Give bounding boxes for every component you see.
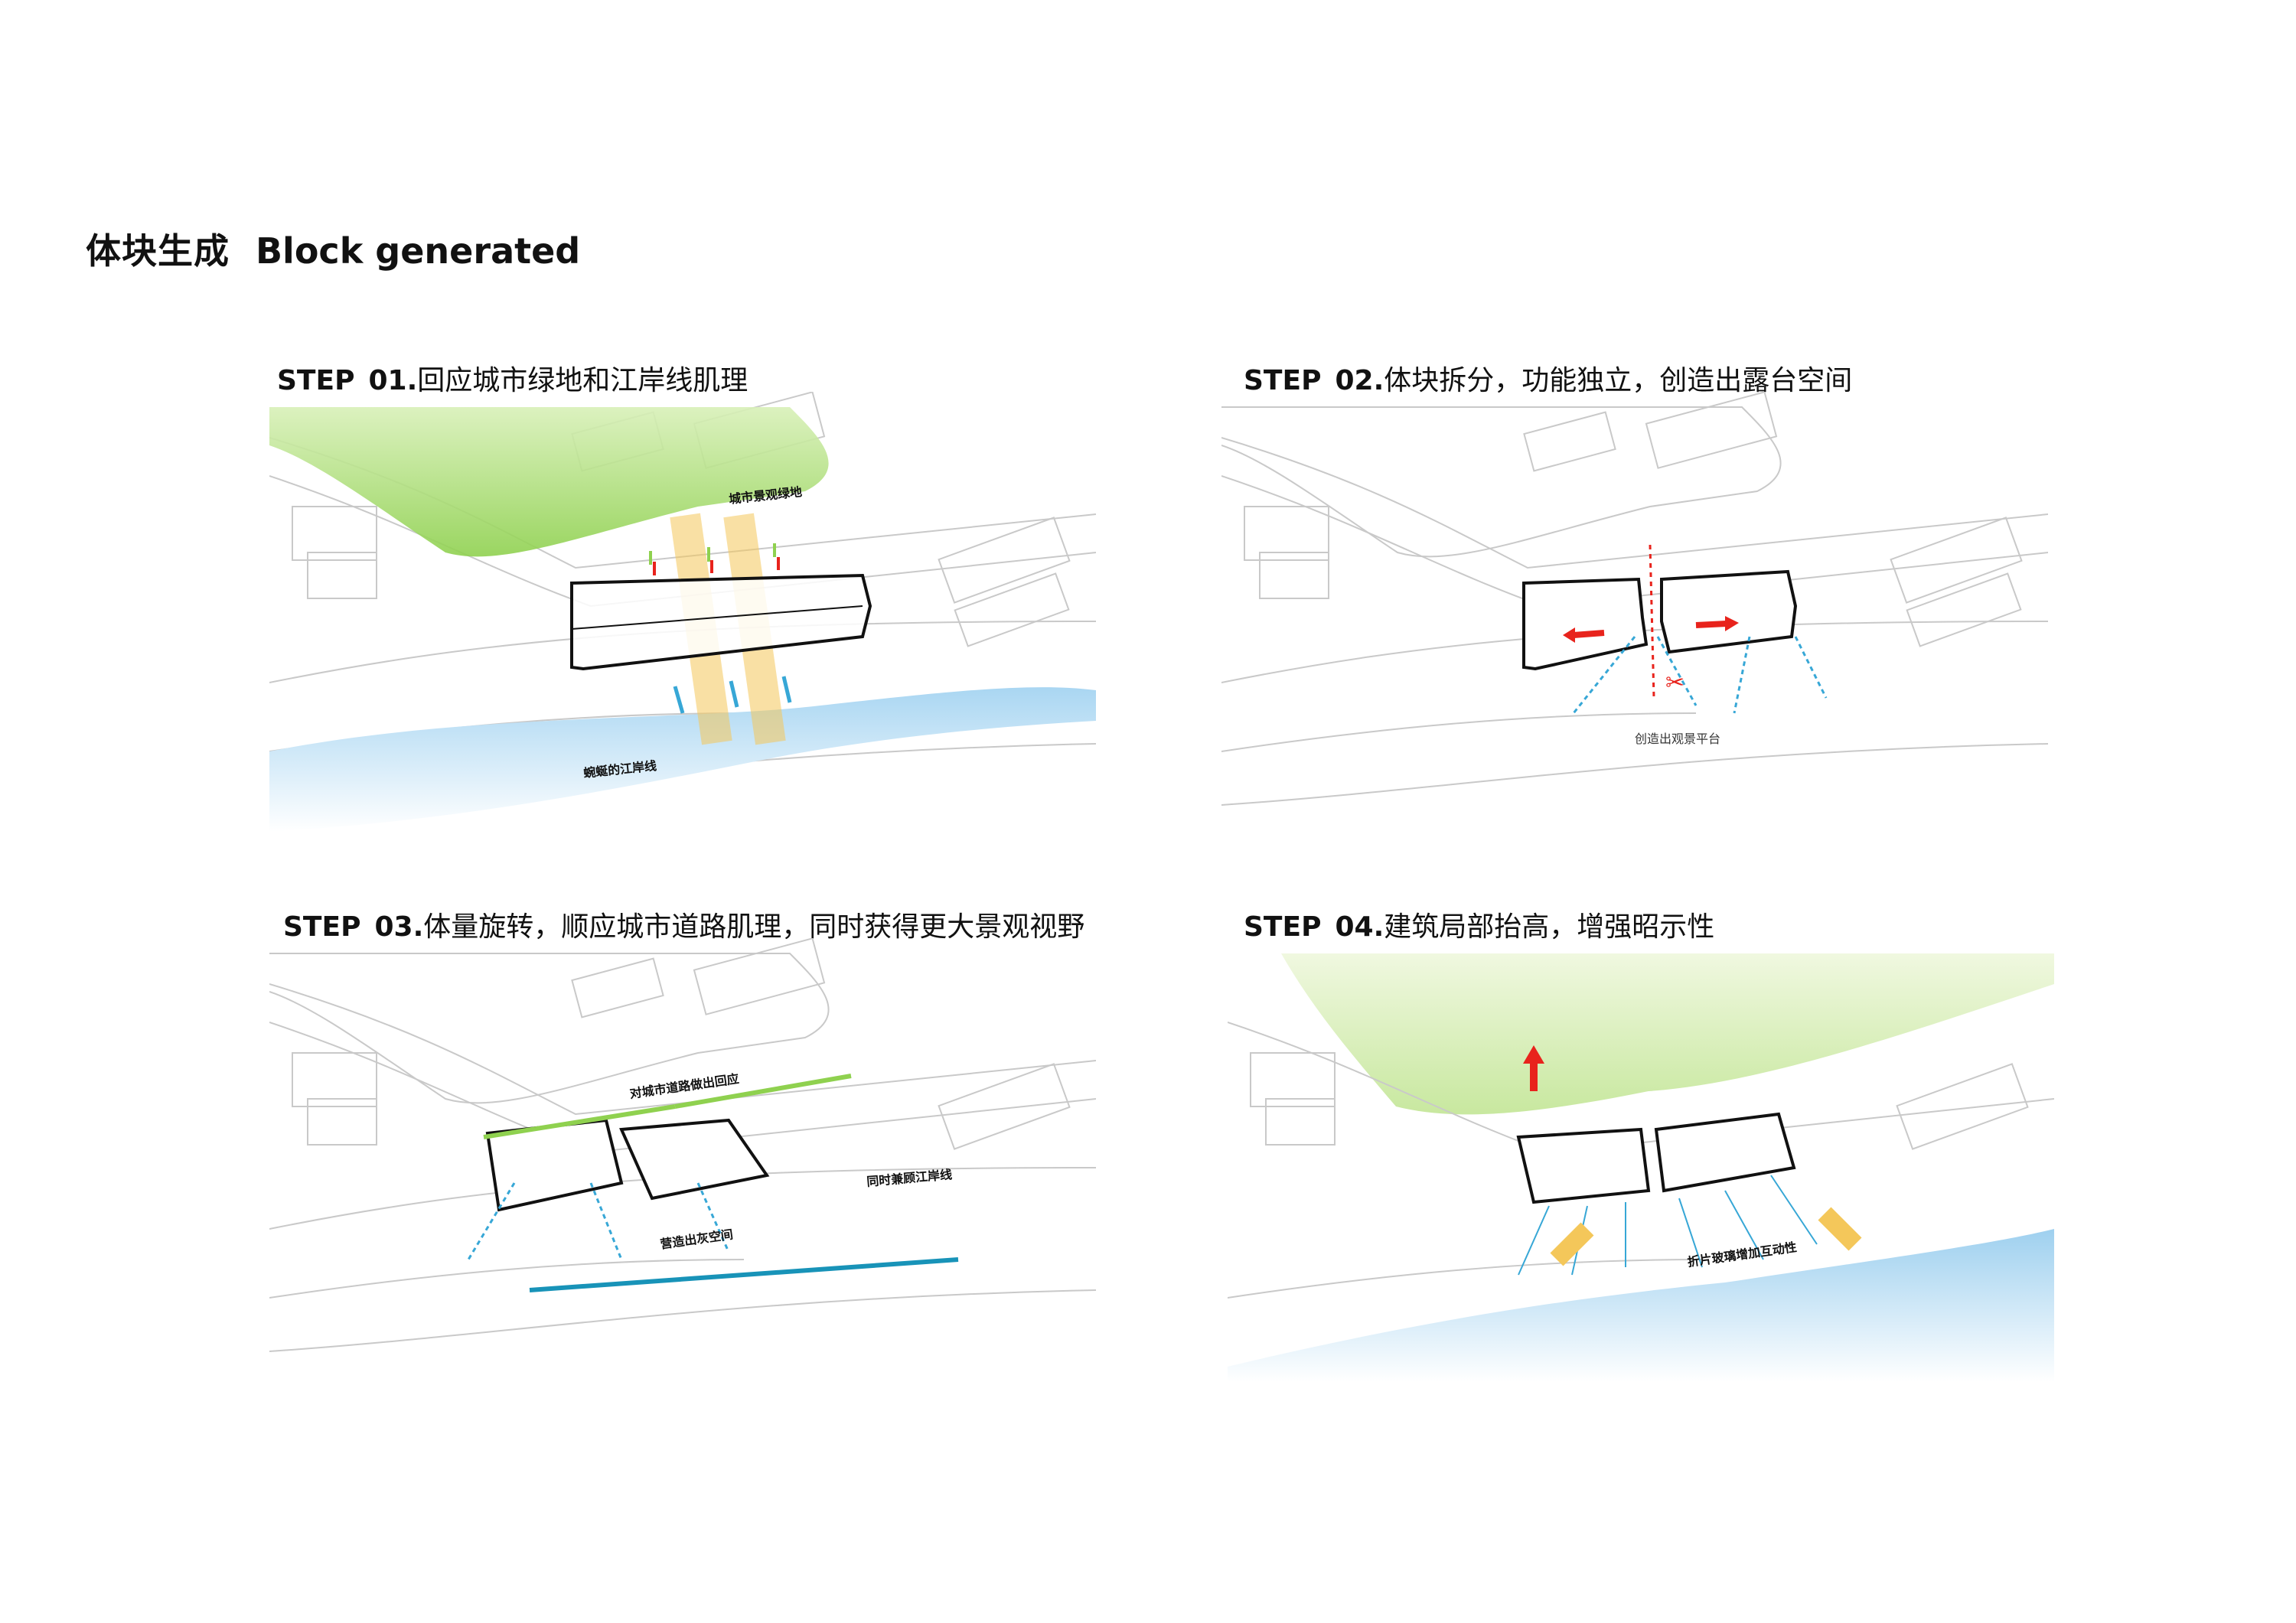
step-01-svg (269, 392, 1096, 832)
step-03-label: STEP 03.体量旋转，顺应城市道路肌理，同时获得更大景观视野 (283, 904, 1084, 944)
road-arrow-right (674, 1074, 852, 1109)
step-04-diagram: 折片玻璃增加互动性 (1228, 938, 2054, 1382)
step-04-text: 建筑局部抬高，增强昭示性 (1384, 911, 1715, 943)
green-park-area (269, 407, 829, 557)
building-block-left (1522, 577, 1649, 671)
split-arrow-right (1695, 621, 1727, 628)
step-03-svg (269, 938, 1096, 1352)
scissors-icon: ✂ (1665, 670, 1684, 696)
building-block-right (1654, 1112, 1796, 1193)
building-block-right (1660, 569, 1798, 654)
river-area (1228, 1229, 2054, 1382)
step-01-prefix: STEP (277, 365, 355, 396)
page-title: 体块生成 Block generated (86, 223, 580, 277)
step-02-text: 体块拆分，功能独立，创造出露台空间 (1384, 365, 1853, 396)
building-block (570, 573, 872, 671)
yellow-arrow-left (1550, 1222, 1594, 1266)
view-lines (467, 1182, 730, 1260)
river-arrow (529, 1257, 959, 1292)
cyan-arrows (673, 676, 792, 714)
page-title-cn: 体块生成 (86, 230, 230, 272)
step-03-diagram: 对城市道路做出回应 同时兼顾江岸线 营造出灰空间 (269, 938, 1096, 1382)
step-04-number: 04. (1335, 911, 1384, 943)
step-02-prefix: STEP (1244, 365, 1322, 396)
building-block-left (1516, 1127, 1651, 1204)
step-01-text: 回应城市绿地和江岸线肌理 (417, 365, 748, 396)
step-02-label: STEP 02.体块拆分，功能独立，创造出露台空间 (1244, 358, 1852, 398)
step-02-diagram: ✂ 创造出观景平台 (1221, 392, 2048, 836)
red-arrows (653, 557, 780, 575)
river-area (269, 687, 1096, 832)
split-arrow-left (1573, 630, 1605, 638)
green-park-area (1281, 953, 2054, 1115)
terrace-annotation: 创造出观景平台 (1635, 732, 1721, 746)
green-arrows (649, 543, 776, 565)
cut-line (1649, 544, 1655, 699)
step-04-prefix: STEP (1244, 911, 1322, 943)
step-03-prefix: STEP (283, 911, 361, 943)
step-02-svg: ✂ (1221, 392, 2048, 806)
step-01-diagram: 城市景观绿地 蜿蜒的江岸线 (269, 392, 1096, 836)
view-lines (1572, 636, 1828, 714)
step-02-number: 02. (1335, 365, 1384, 396)
building-block-right (619, 1118, 770, 1201)
page-title-en: Block generated (256, 230, 581, 272)
step-01-number: 01. (368, 365, 418, 396)
step-03-number: 03. (374, 911, 424, 943)
road-arrow-left (483, 1104, 676, 1139)
step-04-label: STEP 04.建筑局部抬高，增强昭示性 (1244, 904, 1714, 944)
yellow-arrow-right (1818, 1207, 1862, 1251)
step-04-svg (1228, 953, 2054, 1382)
step-01-label: STEP 01.回应城市绿地和江岸线肌理 (277, 358, 748, 398)
step-03-text: 体量旋转，顺应城市道路肌理，同时获得更大景观视野 (423, 911, 1085, 943)
